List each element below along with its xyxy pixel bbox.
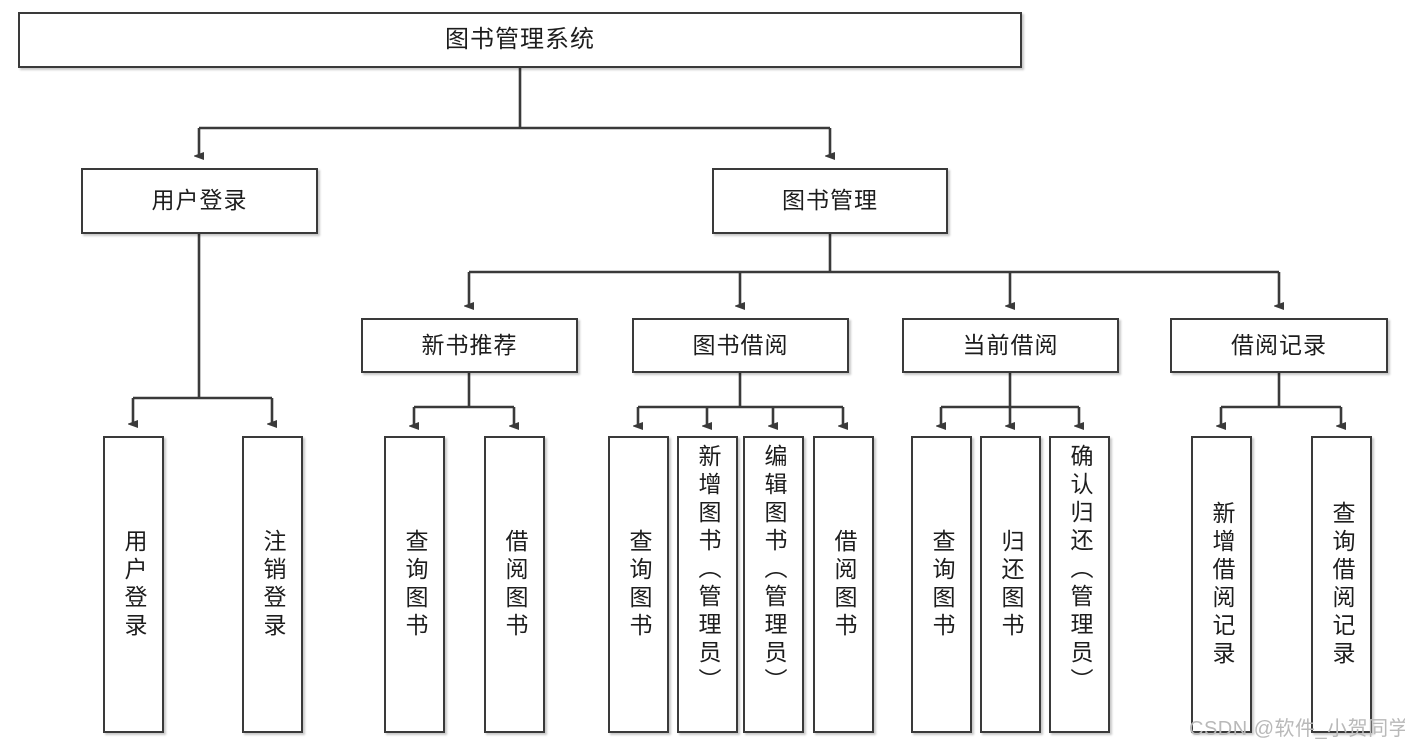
- node-root-library-system[interactable]: 图书管理系统: [18, 12, 1022, 68]
- node-label: 借阅图书: [502, 528, 528, 641]
- node-label: 注销登录: [260, 528, 286, 641]
- node-label: 图书管理系统: [445, 25, 595, 53]
- node-label: 用户登录: [151, 187, 248, 214]
- node-label: 查询图书: [929, 528, 955, 641]
- node-label: 图书管理: [782, 187, 878, 214]
- leaf-borrow-add-book-admin[interactable]: 新增图书（管理员）: [677, 436, 738, 733]
- node-label: 图书借阅: [692, 331, 789, 358]
- node-label: 查询图书: [626, 528, 652, 641]
- node-label: 查询图书: [402, 528, 428, 641]
- node-label: 借阅图书: [831, 528, 857, 641]
- node-book-management[interactable]: 图书管理: [712, 168, 948, 234]
- node-label: 查询借阅记录: [1329, 500, 1355, 669]
- leaf-newbook-borrow-book[interactable]: 借阅图书: [484, 436, 545, 733]
- node-label: 新增借阅记录: [1209, 500, 1235, 669]
- leaf-borrow-edit-book-admin[interactable]: 编辑图书（管理员）: [743, 436, 804, 733]
- leaf-current-return-book[interactable]: 归还图书: [980, 436, 1041, 733]
- node-label: 用户登录: [121, 528, 147, 641]
- node-user-login[interactable]: 用户登录: [81, 168, 318, 234]
- node-label: 归还图书: [998, 528, 1024, 641]
- leaf-record-add-record[interactable]: 新增借阅记录: [1191, 436, 1252, 733]
- node-label: 确认归还（管理员）: [1067, 444, 1093, 696]
- node-current-borrow[interactable]: 当前借阅: [902, 318, 1119, 373]
- node-label: 当前借阅: [962, 331, 1059, 358]
- leaf-current-confirm-return-admin[interactable]: 确认归还（管理员）: [1049, 436, 1110, 733]
- node-new-book-recommend[interactable]: 新书推荐: [361, 318, 578, 373]
- leaf-user-login-login[interactable]: 用户登录: [103, 436, 164, 733]
- node-label: 新增图书（管理员）: [695, 444, 721, 696]
- node-label: 编辑图书（管理员）: [761, 444, 787, 696]
- leaf-user-login-logout[interactable]: 注销登录: [242, 436, 303, 733]
- leaf-borrow-query-book[interactable]: 查询图书: [608, 436, 669, 733]
- leaf-newbook-query-book[interactable]: 查询图书: [384, 436, 445, 733]
- node-label: 借阅记录: [1231, 331, 1327, 358]
- node-book-borrow[interactable]: 图书借阅: [632, 318, 849, 373]
- node-label: 新书推荐: [421, 331, 518, 358]
- watermark-text: CSDN @软件_小贺同学: [1189, 718, 1405, 740]
- leaf-current-query-book[interactable]: 查询图书: [911, 436, 972, 733]
- node-borrow-record[interactable]: 借阅记录: [1170, 318, 1388, 373]
- leaf-borrow-borrow-book[interactable]: 借阅图书: [813, 436, 874, 733]
- leaf-record-query-record[interactable]: 查询借阅记录: [1311, 436, 1372, 733]
